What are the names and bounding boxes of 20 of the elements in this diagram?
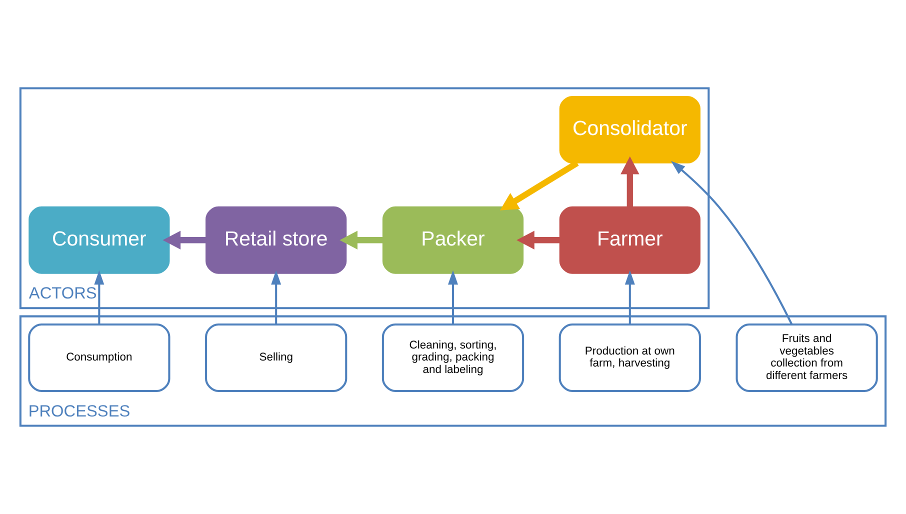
arrow — [448, 270, 458, 324]
arrow — [670, 161, 793, 325]
arrow — [340, 230, 383, 250]
node-box: Farmer — [559, 206, 700, 274]
arrow — [516, 230, 560, 250]
arrow — [94, 270, 104, 324]
arrow — [271, 270, 282, 324]
arrow — [162, 230, 206, 250]
arrow — [620, 156, 640, 207]
node-box: Retail store — [206, 206, 347, 274]
node-box: Production at own farm, harvesting — [558, 323, 701, 392]
node-box: Consolidator — [559, 96, 700, 164]
node-box: Consumption — [28, 323, 170, 392]
node-box: Packer — [382, 206, 524, 274]
arrow — [500, 160, 579, 210]
arrow — [624, 270, 635, 324]
node-box: Consumer — [28, 206, 170, 274]
node-box: Fruits and vegetables collection from different farmers — [736, 323, 878, 392]
node-box: Selling — [205, 323, 348, 392]
node-box: Cleaning, sorting, grading, packing and labeling — [382, 323, 524, 392]
